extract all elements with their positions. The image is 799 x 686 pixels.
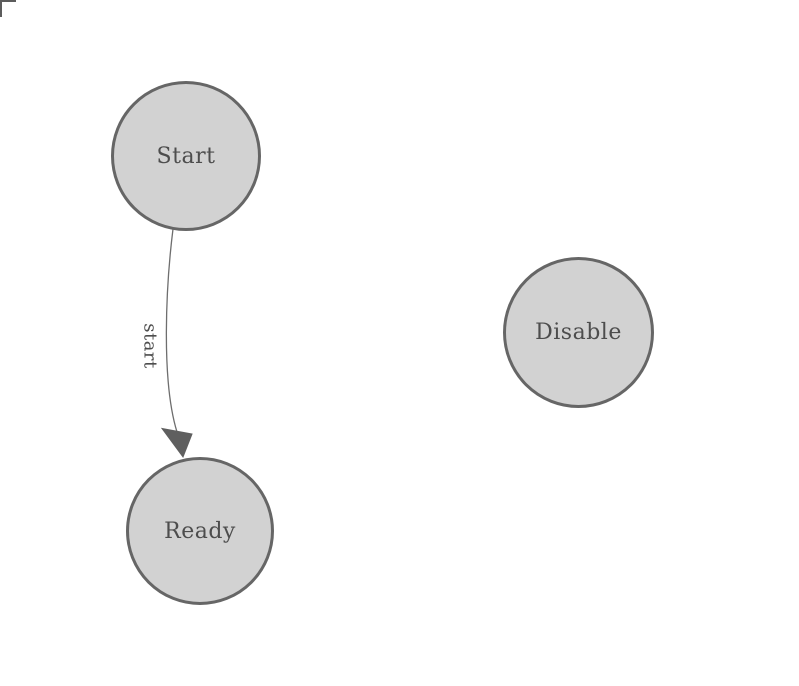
corner-bracket-mark [0,0,16,17]
edge-label-start: start [139,323,161,369]
node-label-ready: Ready [164,518,236,544]
state-node-disable[interactable]: Disable [503,257,654,408]
arrowhead-icon[interactable] [160,427,193,459]
state-node-ready[interactable]: Ready [126,457,274,605]
node-label-start: Start [156,143,216,169]
node-label-disable: Disable [535,320,622,345]
state-node-start[interactable]: Start [111,81,261,231]
transition-start-to-ready[interactable] [160,228,193,459]
edge-path[interactable] [165,228,178,433]
